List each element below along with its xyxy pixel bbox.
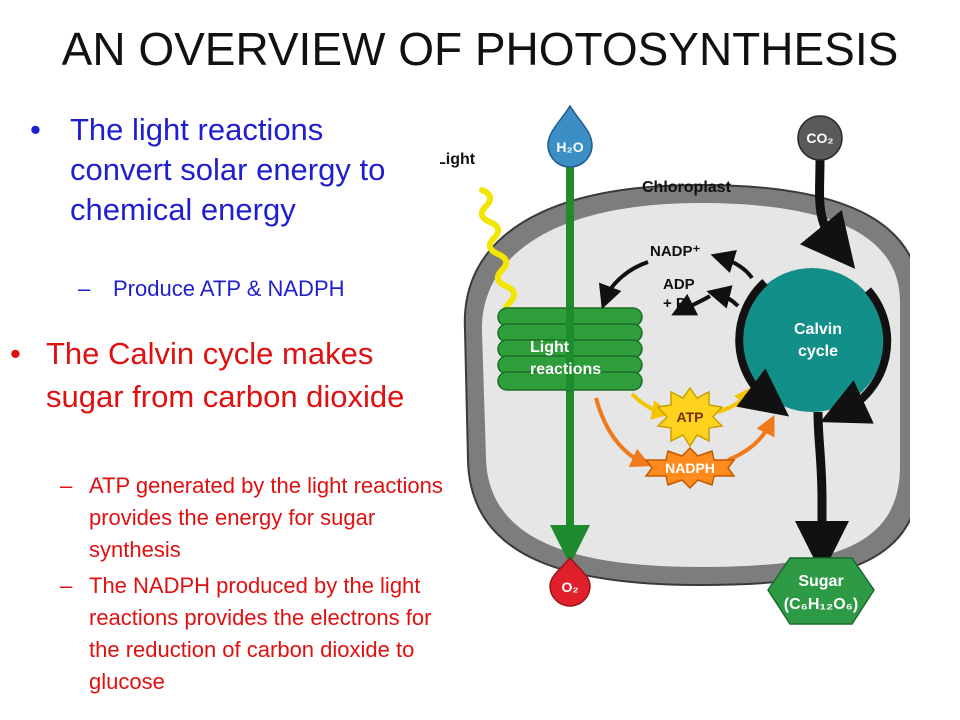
light-wave [478, 187, 525, 329]
co2-label: CO₂ [806, 130, 833, 146]
nadph-label: NADPH [665, 460, 715, 476]
atp-label: ATP [677, 409, 704, 425]
light-reactions-label-2: reactions [530, 361, 601, 378]
nadph-starburst [644, 446, 736, 490]
subbullet-atp-nadph-text: Produce ATP & NADPH [113, 276, 345, 301]
sugar-formula-label: (C₆H₁₂O₆) [784, 596, 858, 613]
dash-marker: – [60, 473, 73, 498]
dash-marker: – [60, 573, 73, 598]
co2-molecule-icon [797, 115, 843, 161]
nadph-to-calvin-arrow [727, 415, 775, 462]
bullet-dot: • [30, 112, 41, 147]
h2o-molecule-icon [547, 104, 593, 168]
nadp-label: NADP⁺ [650, 243, 701, 260]
nadp-return-arrow [598, 260, 649, 310]
adp-from-calvin-arrow [706, 285, 740, 309]
light-to-atp-arrow [630, 392, 672, 420]
light-to-nadph-arrow [594, 397, 652, 467]
h2o-label: H₂O [556, 139, 583, 155]
sugar-label: Sugar [798, 573, 843, 590]
bullet-light-reactions-text: The light reactions convert solar energy… [70, 112, 386, 227]
subbullet-nadph-electrons-text: The NADPH produced by the light reaction… [89, 573, 432, 694]
calvin-cycle-ring-right [820, 287, 892, 424]
subbullet-atp-energy-text: ATP generated by the light reactions pro… [89, 473, 443, 562]
o2-molecule-icon [549, 556, 591, 607]
bullet-dot: • [10, 336, 21, 371]
calvin-cycle-label: Calvin [794, 321, 842, 338]
bullet-calvin-cycle-text: The Calvin cycle makes sugar from carbon… [46, 336, 405, 414]
calvin-cycle-label-2: cycle [798, 343, 838, 360]
chloroplast-label: Chloroplast [642, 179, 732, 196]
nadp-from-calvin-arrow [710, 250, 754, 280]
o2-label: O₂ [561, 579, 578, 595]
adp-label: ADP [663, 276, 695, 293]
atp-starburst [656, 386, 724, 448]
light-reactions-label: Light [530, 339, 570, 356]
light-label: Light [440, 151, 476, 168]
sugar-hexagon [767, 557, 875, 625]
photosynthesis-diagram: Light Chloroplast H₂O CO₂ O₂ NADP⁺ ADP +… [440, 104, 910, 625]
adp-p-label: + P [663, 295, 686, 312]
calvin-cycle-ring [735, 279, 790, 417]
dash-marker: – [78, 276, 91, 301]
co2-arrow [800, 159, 856, 269]
calvin-to-sugar-arrow [795, 411, 849, 575]
page-title: AN OVERVIEW OF PHOTOSYNTHESIS [61, 23, 899, 75]
